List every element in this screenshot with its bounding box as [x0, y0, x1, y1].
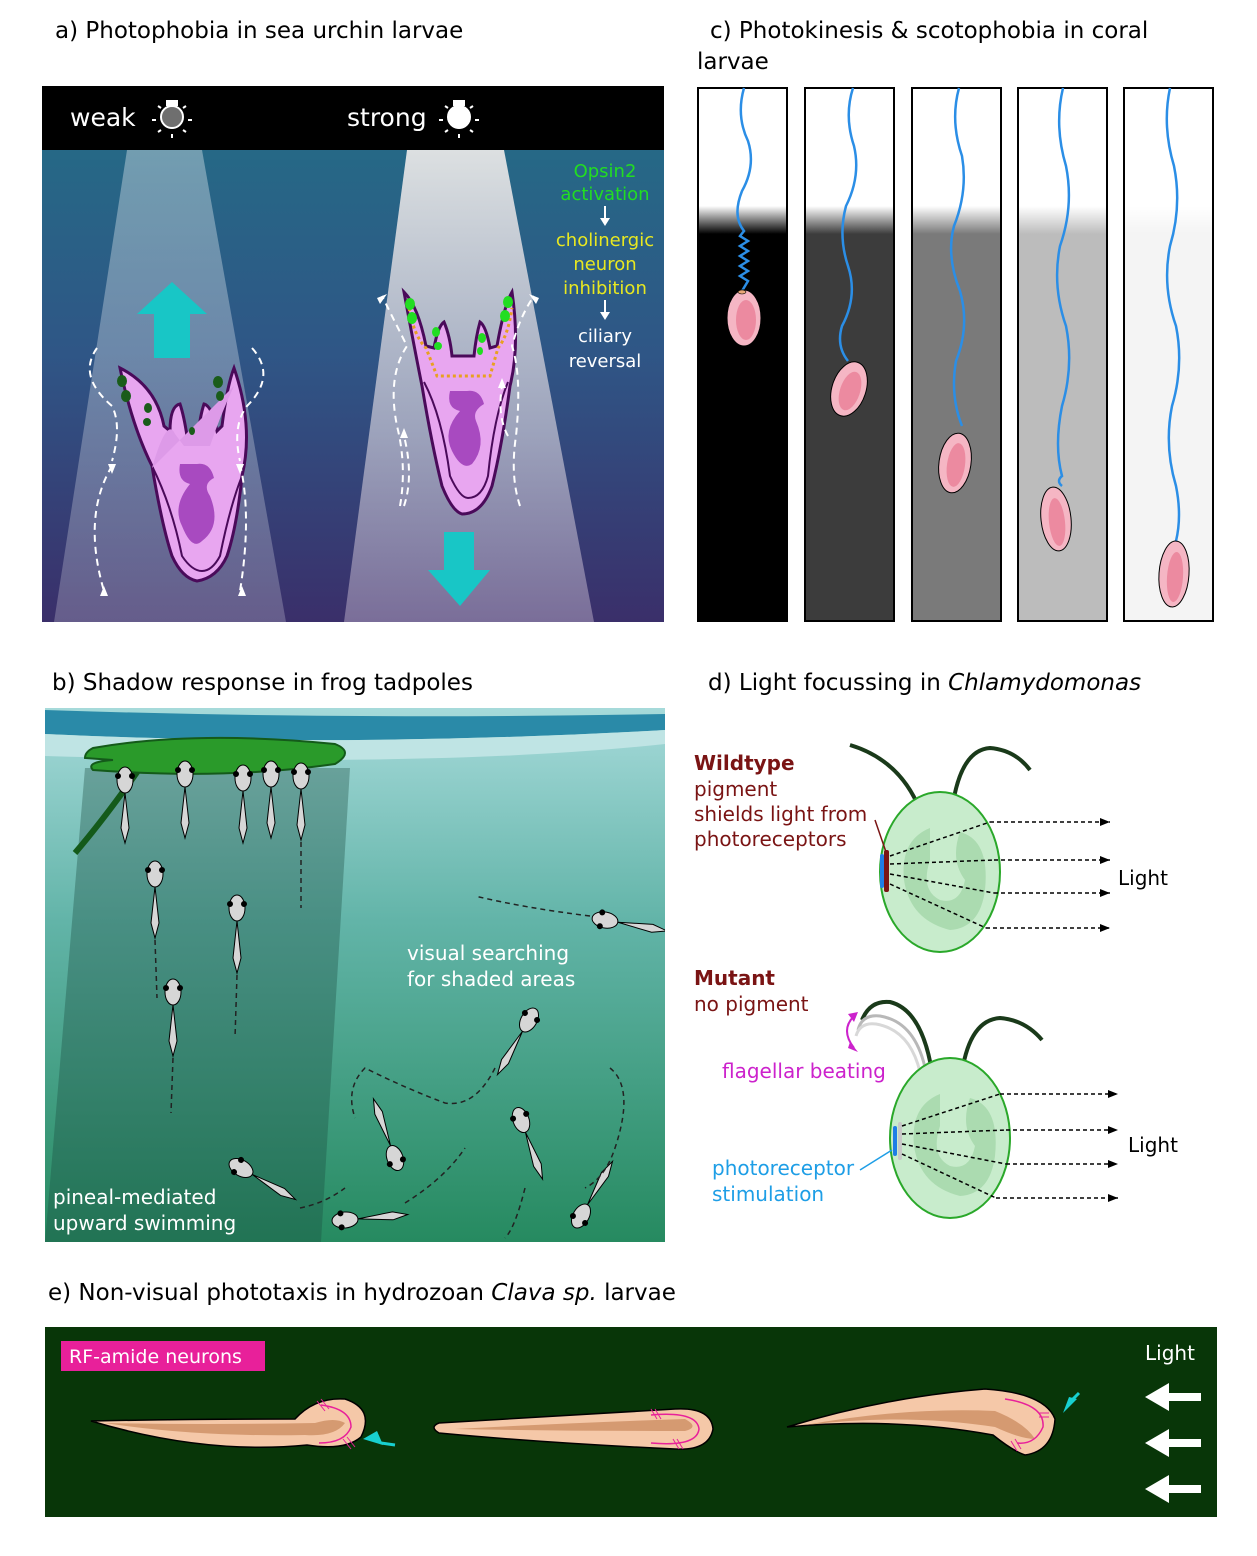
rf-amide-label: RF-amide neurons — [69, 1346, 242, 1368]
weak-bulb-icon — [152, 100, 192, 138]
tadpole — [372, 1096, 406, 1172]
coral-tube-5 — [1123, 87, 1214, 622]
neuron-label: neuron — [573, 254, 636, 275]
weak-label: weak — [70, 103, 136, 132]
opsin2-label: Opsin2 — [574, 161, 637, 182]
pineal-label-2: upward swimming — [53, 1211, 236, 1235]
coral-tube-2 — [804, 87, 895, 622]
wildtype-line-2: shields light from — [694, 802, 867, 826]
wildtype-line-1: pigment — [694, 777, 777, 801]
visual-searching-label-1: visual searching — [407, 941, 569, 965]
water-surface — [45, 710, 665, 741]
tadpole — [175, 760, 195, 840]
clava-larva-3 — [786, 1388, 1081, 1456]
tadpole — [331, 1210, 410, 1231]
panel-b-title: b) Shadow response in frog tadpoles — [52, 670, 473, 696]
wildtype-label: Wildtype — [694, 751, 795, 775]
photoreceptor-label-2: stimulation — [712, 1182, 824, 1206]
panel-e-title-species: Clava sp. — [491, 1280, 597, 1306]
pineal-label-1: pineal-mediated — [53, 1185, 216, 1209]
panel-e-title-prefix: e) Non-visual phototaxis in hydrozoan — [48, 1280, 492, 1306]
inhibition-label: inhibition — [563, 278, 647, 299]
visual-searching-label-2: for shaded areas — [407, 967, 575, 991]
cholinergic-label: cholinergic — [556, 230, 654, 251]
flagellar-beating-label: flagellar beating — [722, 1059, 886, 1083]
clava-larva-1 — [90, 1398, 396, 1450]
tadpole — [228, 1156, 298, 1201]
panel-c-diagram — [697, 87, 1214, 622]
tadpole — [291, 762, 311, 842]
panel-d-title-prefix: d) Light focussing in — [708, 670, 949, 696]
panel-a-title: a) Photophobia in sea urchin larvae — [55, 18, 464, 44]
panel-d-title: d) Light focussing in Chlamydomonas — [708, 669, 1141, 697]
tadpole — [233, 764, 253, 845]
strong-label: strong — [347, 103, 427, 132]
clava-larva-2 — [433, 1408, 714, 1450]
downward-arrow — [428, 532, 490, 606]
reversal-label: reversal — [569, 351, 642, 372]
tadpole — [510, 1106, 544, 1182]
tadpole — [261, 760, 281, 840]
panel-b-diagram: visual searching for shaded areas pineal… — [45, 708, 665, 1242]
mutant-line: no pigment — [694, 992, 809, 1016]
photoreceptor-label-1: photoreceptor — [712, 1156, 855, 1180]
panel-c-title-line1: c) Photokinesis & scotophobia in coral — [710, 18, 1149, 44]
tadpole — [591, 909, 665, 933]
wildtype-line-3: photoreceptors — [694, 827, 847, 851]
mutant-label: Mutant — [694, 966, 775, 990]
panel-d-title-species: Chlamydomonas — [948, 670, 1142, 696]
panel-e-title-suffix: larvae — [596, 1280, 676, 1306]
tadpole — [227, 894, 247, 975]
chlamydomonas-mutant — [854, 999, 1044, 1219]
light-label-mutant: Light — [1128, 1133, 1178, 1157]
light-arrows — [1145, 1383, 1201, 1503]
light-label-wildtype: Light — [1118, 866, 1168, 890]
coral-tube-4 — [1017, 87, 1108, 622]
sea-urchin-larva-weak — [117, 363, 248, 583]
strong-bulb-icon — [439, 100, 479, 138]
upward-arrow — [137, 282, 207, 358]
rf-amide-badge — [61, 1341, 265, 1371]
panel-c-title-line2: larvae — [697, 49, 769, 75]
ciliary-label: ciliary — [578, 326, 632, 347]
shadow-area — [45, 768, 350, 1242]
tadpole — [496, 1007, 541, 1077]
chlamydomonas-wildtype — [849, 743, 1032, 953]
tadpole — [569, 1159, 614, 1229]
coral-tube-3 — [911, 87, 1002, 622]
pond-water — [45, 708, 665, 1242]
panel-e-title: e) Non-visual phototaxis in hydrozoan Cl… — [48, 1279, 676, 1307]
tadpole — [145, 860, 165, 940]
panel-e-diagram: RF-amide neurons Light — [45, 1327, 1217, 1517]
top-bar — [42, 86, 664, 150]
sea-urchin-larva-strong — [401, 287, 518, 516]
panel-a-diagram: weak strong — [42, 86, 664, 622]
tadpole — [115, 766, 135, 845]
activation-label: activation — [560, 184, 649, 205]
light-label-e: Light — [1145, 1341, 1195, 1365]
tadpole — [163, 978, 183, 1058]
panel-d-diagram: Wildtype pigment shields light from phot… — [694, 743, 1178, 1219]
coral-tube-1 — [697, 87, 788, 622]
